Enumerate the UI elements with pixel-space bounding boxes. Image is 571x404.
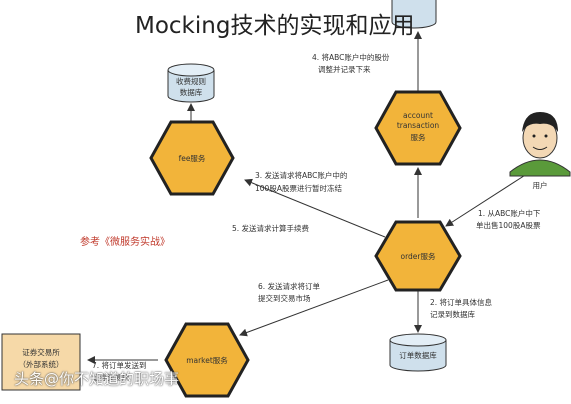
account-label-3: 服务 (411, 132, 426, 142)
order-service-label: order服务 (401, 251, 436, 261)
order-database: 订单数据库 (389, 333, 447, 372)
watermark: 头条@你不知道的职场事 (14, 370, 180, 388)
market-service-node: market服务 (164, 322, 250, 398)
label-a7-1: 7. 将订单发送到 (92, 360, 147, 370)
user-figure: 用户 (509, 112, 571, 190)
market-service-label: market服务 (186, 355, 228, 365)
label-a4-2: 调整并记录下来 (318, 64, 371, 74)
arrows (87, 31, 531, 364)
label-a5: 5. 发送请求计算手续费 (232, 223, 310, 233)
label-a1-1: 1. 从ABC账户中下 (478, 208, 541, 218)
label-a7-2: 证券交易所 (92, 372, 130, 382)
label-a3-1: 3. 发送请求将ABC账户中的 (255, 170, 347, 180)
label-a2-1: 2. 将订单具体信息 (430, 297, 493, 307)
account-service-node: account transaction 服务 (374, 90, 462, 166)
label-a2-2: 记录到数据库 (430, 309, 475, 319)
order-service-node: order服务 (374, 220, 462, 292)
top-database (391, 0, 437, 29)
label-a6-1: 6. 发送请求将订单 (258, 281, 321, 291)
arrow-user-to-order (445, 171, 531, 227)
exchange-label-1: 证券交易所 (22, 347, 60, 357)
label-a6-2: 提交到交易市场 (258, 293, 311, 303)
fee-service-node: fee服务 (149, 120, 235, 196)
order-db-label: 订单数据库 (399, 350, 437, 360)
fee-db-label-1: 收费规则 (176, 76, 206, 86)
fee-db-label-2: 数据库 (180, 87, 203, 97)
reference-note: 参考《微服务实战》 (80, 235, 170, 248)
fee-service-label: fee服务 (179, 153, 206, 163)
account-label-1: account (403, 111, 433, 120)
account-label-2: transaction (397, 121, 440, 130)
exchange-box: 证券交易所 （外部系统） (1, 333, 81, 391)
user-label: 用户 (533, 180, 548, 190)
page-title: Mocking技术的实现和应用 (135, 13, 415, 39)
arrow-order-to-market (239, 279, 389, 337)
arrow-labels: 4. 将ABC账户中的股份 调整并记录下来 3. 发送请求将ABC账户中的 10… (92, 52, 541, 382)
label-a1-2: 单出售100股A股票 (476, 220, 541, 230)
label-a4-1: 4. 将ABC账户中的股份 (312, 52, 390, 62)
exchange-label-2: （外部系统） (19, 359, 64, 369)
label-a3-2: 100股A股票进行暂时冻结 (255, 183, 342, 193)
arrow-order-to-fee (244, 178, 386, 238)
fee-rules-database: 收费规则 数据库 (167, 63, 215, 103)
